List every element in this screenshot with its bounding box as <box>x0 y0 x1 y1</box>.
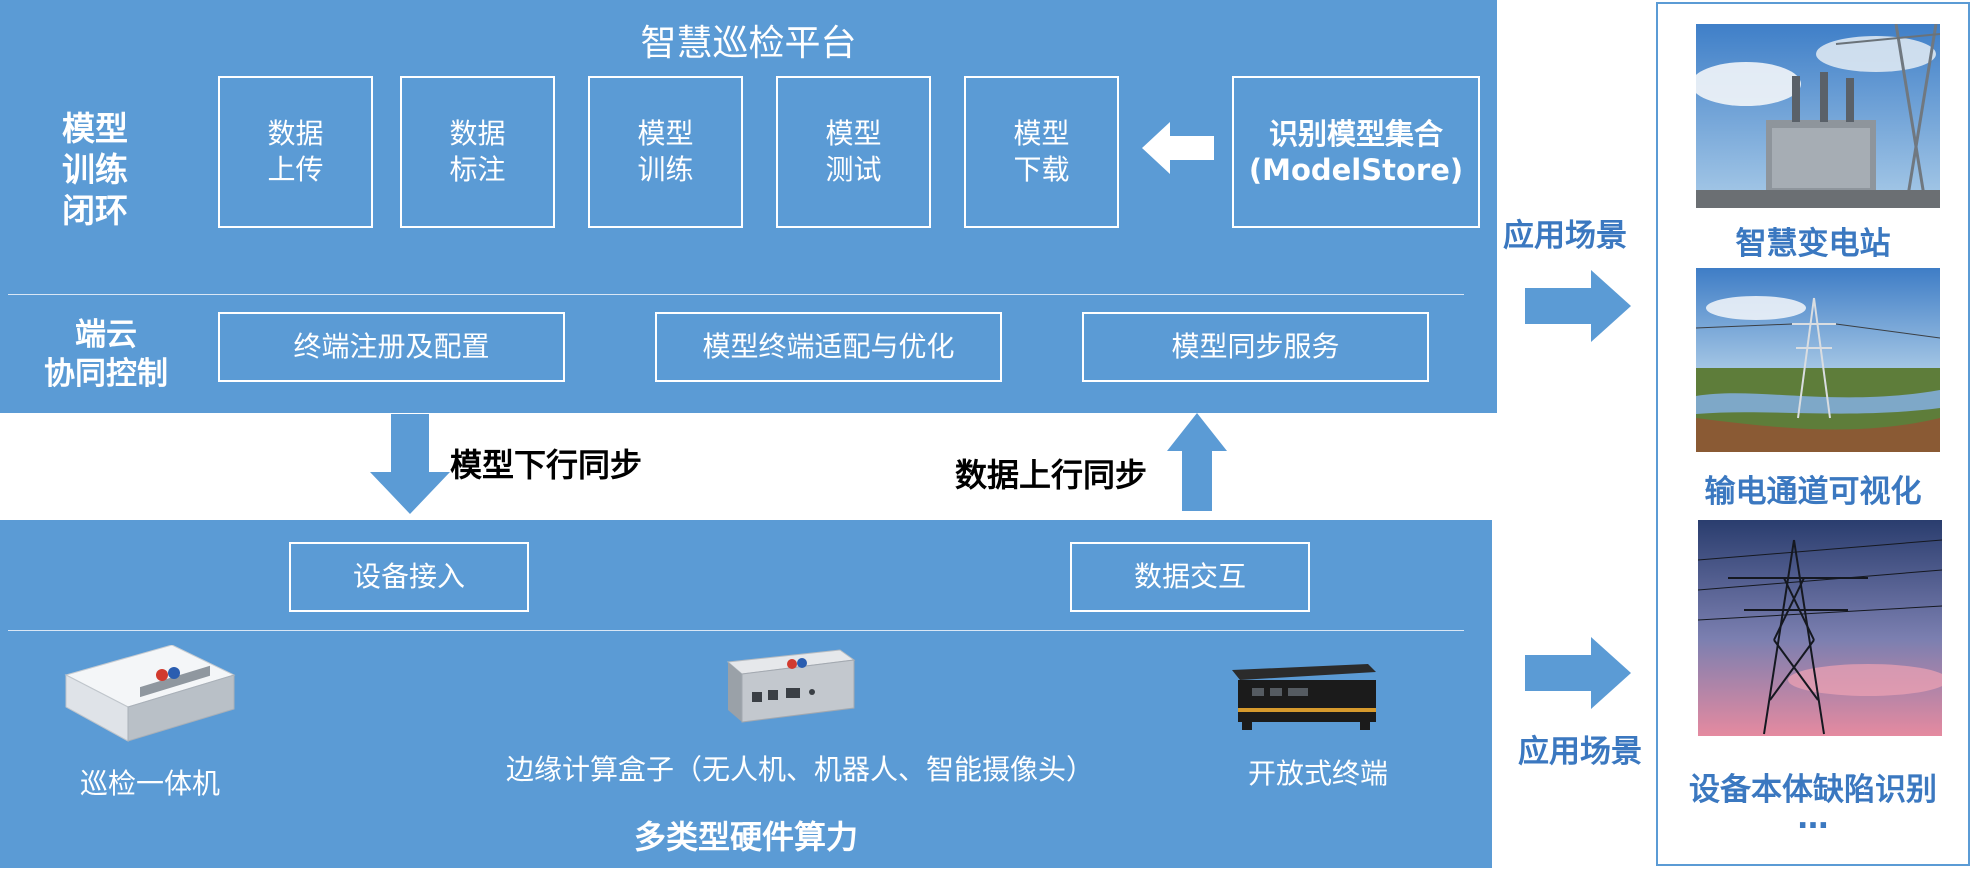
hardware-divider <box>8 630 1464 631</box>
arrow-up-icon <box>1167 413 1227 511</box>
box-model-adaptation-label: 模型终端适配与优化 <box>702 330 955 363</box>
box-data-exchange-label: 数据交互 <box>1133 560 1246 593</box>
platform-title: 智慧巡检平台 <box>640 23 857 64</box>
box-terminal-registration[interactable]: 终端注册及配置 <box>218 312 565 382</box>
box-data-exchange[interactable]: 数据交互 <box>1070 542 1310 612</box>
scenario-defect-label: 设备本体缺陷识别 <box>1689 772 1937 808</box>
scenario-ellipsis: … <box>1797 800 1829 836</box>
box-model-testing-label: 模型 测试 <box>825 117 882 186</box>
scenario-panel: 智慧变电站 输电通道可视化 <box>1656 2 1970 866</box>
device-inspection-caption: 巡检一体机 <box>79 767 220 800</box>
box-model-training-label: 模型 训练 <box>637 117 694 186</box>
equipment-defect-photo <box>1698 520 1942 736</box>
platform-divider <box>8 294 1464 295</box>
box-model-download-label: 模型 下载 <box>1013 117 1070 186</box>
box-device-access[interactable]: 设备接入 <box>289 542 529 612</box>
box-model-training[interactable]: 模型 训练 <box>588 76 743 228</box>
edge-box-image <box>726 649 856 723</box>
box-data-upload[interactable]: 数据 上传 <box>218 76 373 228</box>
row2-label: 端云 协同控制 <box>44 317 168 392</box>
device-open-terminal-caption: 开放式终端 <box>1247 757 1388 790</box>
box-model-testing[interactable]: 模型 测试 <box>776 76 931 228</box>
substation-photo <box>1696 24 1940 208</box>
arrow-right-icon <box>1525 637 1631 709</box>
transmission-corridor-photo <box>1696 268 1940 452</box>
sync-up-label: 数据上行同步 <box>955 456 1148 494</box>
arrow-right-icon <box>1525 270 1631 342</box>
device-edge-box-caption: 边缘计算盒子（无人机、机器人、智能摄像头） <box>505 753 1094 786</box>
modelstore-label: 识别模型集合 (ModelStore) <box>1248 117 1464 187</box>
scenario-arrow-label-1: 应用场景 <box>1503 218 1627 254</box>
sync-down-label: 模型下行同步 <box>450 446 643 484</box>
arrow-down-icon <box>370 414 450 514</box>
scenario-substation-label: 智慧变电站 <box>1735 226 1891 262</box>
box-data-upload-label: 数据 上传 <box>267 117 324 186</box>
box-model-sync-service[interactable]: 模型同步服务 <box>1082 312 1429 382</box>
box-data-annotation-label: 数据 标注 <box>449 117 506 186</box>
box-model-sync-service-label: 模型同步服务 <box>1171 330 1340 363</box>
box-modelstore[interactable]: 识别模型集合 (ModelStore) <box>1232 76 1480 228</box>
inspection-device-image <box>64 645 236 742</box>
platform-panel: 智慧巡检平台 模型 训练 闭环 数据 上传 数据 标注 模型 训练 模型 测试 … <box>0 0 1497 413</box>
scenario-transmission-label: 输电通道可视化 <box>1704 474 1922 510</box>
box-data-annotation[interactable]: 数据 标注 <box>400 76 555 228</box>
open-terminal-image <box>1232 664 1376 730</box>
hardware-caption: 多类型硬件算力 <box>633 818 858 856</box>
row1-label: 模型 训练 闭环 <box>62 109 128 230</box>
box-device-access-label: 设备接入 <box>352 560 465 593</box>
box-model-adaptation[interactable]: 模型终端适配与优化 <box>655 312 1002 382</box>
arrow-left-icon <box>1142 122 1214 174</box>
hardware-panel: 设备接入 数据交互 巡检一体机 边缘计算盒子（无人机、机器人、智能摄像头） <box>0 520 1492 868</box>
box-terminal-registration-label: 终端注册及配置 <box>293 330 490 363</box>
box-model-download[interactable]: 模型 下载 <box>964 76 1119 228</box>
scenario-arrow-label-2: 应用场景 <box>1518 734 1642 770</box>
